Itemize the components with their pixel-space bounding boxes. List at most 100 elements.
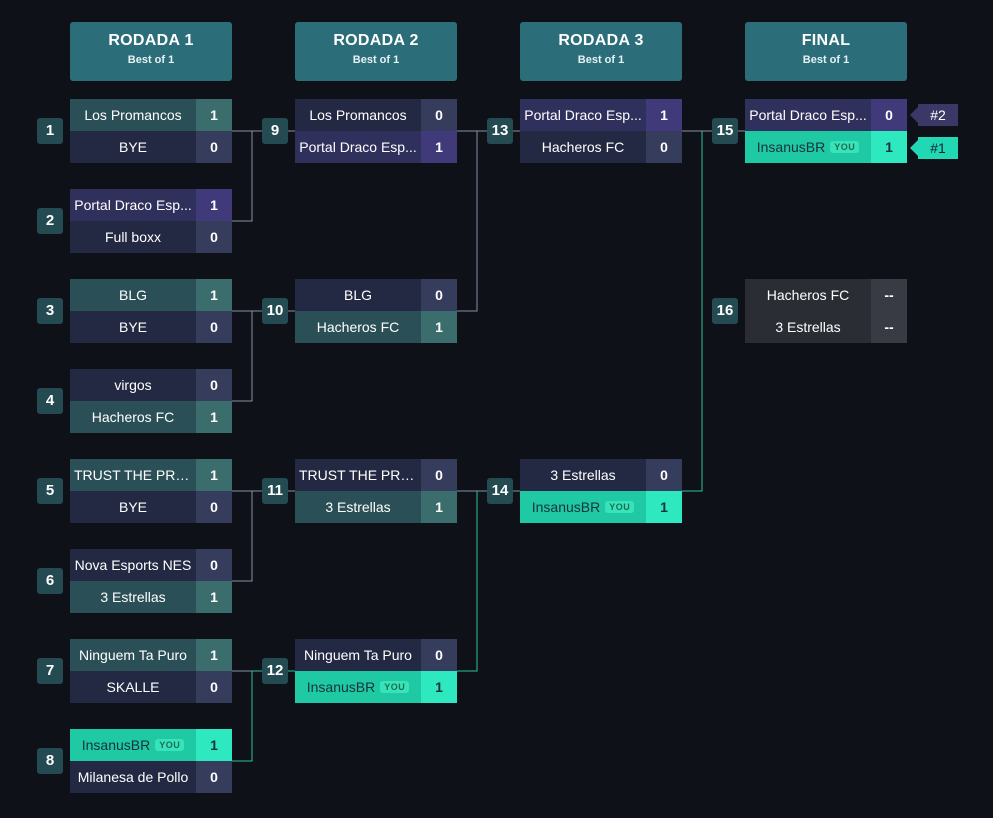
team-score: 1: [421, 311, 457, 343]
team-name: Los Promancos: [309, 107, 407, 123]
team-name: Portal Draco Esp...: [524, 107, 642, 123]
team-name-cell: BYE: [70, 131, 196, 163]
team-score: 1: [196, 639, 232, 671]
team-score: 1: [196, 401, 232, 433]
team-name-cell: Milanesa de Pollo: [70, 761, 196, 793]
match-number-badge: 4: [37, 388, 63, 414]
team-name: BLG: [118, 287, 147, 303]
team-row[interactable]: BLG 0: [295, 279, 457, 311]
round-title: RODADA 3: [558, 32, 644, 49]
team-name: Nova Esports NES: [74, 557, 192, 573]
team-row[interactable]: Ninguem Ta Puro 1: [70, 639, 232, 671]
connector-line-you: [682, 131, 703, 492]
team-row[interactable]: Portal Draco Esp... 1: [520, 99, 682, 131]
team-row[interactable]: Ninguem Ta Puro 0: [295, 639, 457, 671]
match-number-badge: 3: [37, 298, 63, 324]
team-row[interactable]: SKALLE 0: [70, 671, 232, 703]
team-row[interactable]: 3 Estrellas --: [745, 311, 907, 343]
match-number-badge: 11: [262, 478, 288, 504]
round-title: RODADA 2: [333, 32, 419, 49]
team-row[interactable]: Hacheros FC 0: [520, 131, 682, 163]
team-name-cell: SKALLE: [70, 671, 196, 703]
team-score: 0: [196, 131, 232, 163]
team-score: 1: [646, 491, 682, 523]
team-name: BYE: [118, 139, 147, 155]
team-row[interactable]: TRUST THE PRO... 1: [70, 459, 232, 491]
team-name-cell: Ninguem Ta Puro: [295, 639, 421, 671]
team-name: TRUST THE PRO...: [74, 467, 192, 483]
match-number-badge: 5: [37, 478, 63, 504]
team-name: Hacheros FC: [541, 139, 625, 155]
match-number-badge: 16: [712, 298, 738, 324]
team-row[interactable]: Los Promancos 0: [295, 99, 457, 131]
team-name-cell: BYE: [70, 491, 196, 523]
team-name: 3 Estrellas: [775, 319, 841, 335]
match-number-badge: 6: [37, 568, 63, 594]
team-name: Hacheros FC: [91, 409, 175, 425]
team-name: Milanesa de Pollo: [77, 769, 189, 785]
team-row[interactable]: TRUST THE PRO... 0: [295, 459, 457, 491]
team-score: 0: [196, 311, 232, 343]
round-title: FINAL: [801, 32, 851, 49]
team-name: InsanusBR: [531, 499, 601, 515]
team-row[interactable]: 3 Estrellas 0: [520, 459, 682, 491]
round-header-final: FINAL Best of 1: [745, 22, 907, 81]
team-score: 1: [421, 671, 457, 703]
team-score: 1: [646, 99, 682, 131]
team-row[interactable]: Hacheros FC 1: [70, 401, 232, 433]
team-row[interactable]: 3 Estrellas 1: [70, 581, 232, 613]
team-name-cell: Ninguem Ta Puro: [70, 639, 196, 671]
team-row[interactable]: Nova Esports NES 0: [70, 549, 232, 581]
team-row[interactable]: 3 Estrellas 1: [295, 491, 457, 523]
team-name: Portal Draco Esp...: [74, 197, 192, 213]
team-score: 0: [646, 459, 682, 491]
team-name: Los Promancos: [84, 107, 182, 123]
team-row[interactable]: BYE 0: [70, 491, 232, 523]
team-row[interactable]: Hacheros FC 1: [295, 311, 457, 343]
connector-line: [232, 490, 295, 582]
team-row[interactable]: Los Promancos 1: [70, 99, 232, 131]
team-name: Portal Draco Esp...: [749, 107, 867, 123]
match-number-badge: 13: [487, 118, 513, 144]
you-badge: YOU: [605, 501, 635, 513]
team-row[interactable]: virgos 0: [70, 369, 232, 401]
you-badge: YOU: [830, 141, 860, 153]
team-score: 0: [421, 279, 457, 311]
connector-line-you: [232, 670, 295, 762]
team-name: Hacheros FC: [316, 319, 400, 335]
team-row[interactable]: Hacheros FC --: [745, 279, 907, 311]
you-badge: YOU: [380, 681, 410, 693]
match-number-badge: 7: [37, 658, 63, 684]
team-row[interactable]: BYE 0: [70, 311, 232, 343]
team-name-cell: virgos: [70, 369, 196, 401]
team-score: 1: [196, 279, 232, 311]
team-row[interactable]: Portal Draco Esp... 0: [745, 99, 907, 131]
team-row[interactable]: BLG 1: [70, 279, 232, 311]
team-name: 3 Estrellas: [325, 499, 391, 515]
team-name: virgos: [114, 377, 152, 393]
team-name-cell: 3 Estrellas: [745, 311, 871, 343]
team-row[interactable]: Full boxx 0: [70, 221, 232, 253]
team-row[interactable]: Portal Draco Esp... 1: [295, 131, 457, 163]
team-score: 1: [196, 581, 232, 613]
you-badge: YOU: [155, 739, 185, 751]
team-row[interactable]: BYE 0: [70, 131, 232, 163]
team-name-cell: Portal Draco Esp...: [745, 99, 871, 131]
team-row[interactable]: Milanesa de Pollo 0: [70, 761, 232, 793]
team-name-cell: BLG: [70, 279, 196, 311]
team-name-cell: InsanusBR YOU: [520, 491, 646, 523]
match-number-badge: 8: [37, 748, 63, 774]
team-score: 0: [196, 491, 232, 523]
team-row[interactable]: Portal Draco Esp... 1: [70, 189, 232, 221]
connector-line: [232, 670, 253, 762]
team-name: BLG: [343, 287, 372, 303]
team-name: Full boxx: [104, 229, 162, 245]
team-row-you[interactable]: InsanusBR YOU 1: [520, 491, 682, 523]
team-score: 0: [196, 549, 232, 581]
